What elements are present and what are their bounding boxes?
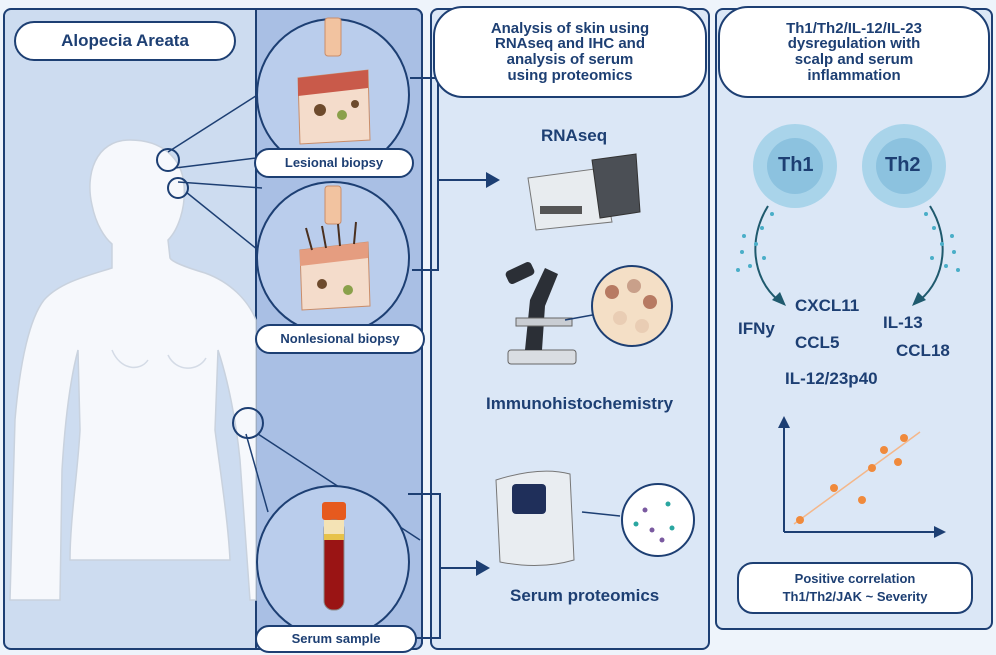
alopecia-title-text: Alopecia Areata [61,31,189,51]
results-title-line: Th1/Th2/IL-12/IL-23 [786,19,922,37]
results-title-line: scalp and serum [794,51,914,68]
nonlesional-label-text: Nonlesional biopsy [280,331,400,347]
cytokine-cxcl11: CXCL11 [795,296,860,315]
serum-tube-illustration [256,485,410,639]
cytokine-ifny: IFNy [738,319,775,338]
cytokine-ccl18: CCL18 [896,341,950,360]
analysis-title-line: RNAseq and IHC and [494,35,645,53]
arrow-tips [772,292,926,306]
ihc-label: Immunohistochemistry [486,394,674,413]
cytokine-ccl5: CCL5 [795,333,840,352]
results-title-line: dysregulation with [787,35,921,53]
arrow-heads [476,172,500,576]
alopecia-title: Alopecia Areata [14,21,236,61]
nonlesional-biopsy-illustration [256,181,410,335]
cytokine-il12: IL-12/23p40 [785,369,878,388]
lesional-label: Lesional biopsy [254,148,414,178]
serum-label-text: Serum sample [291,631,381,647]
bracket-arrows [408,77,490,639]
cytokine-release-arrows [754,205,944,301]
results-title: Th1/Th2/IL-12/IL-23 dysregulation with s… [718,6,990,98]
th-cells [753,124,946,208]
body-details [111,349,207,369]
scalp-markers [156,148,264,439]
results-title-line: inflammation [807,66,901,84]
cytokine-dots [736,212,960,272]
rnaseq-label: RNAseq [541,126,608,145]
sequencer-illustration [527,153,641,231]
results-panel [715,8,993,630]
analysis-title-line: using proteomics [507,66,633,84]
correlation-line: Positive correlation [794,571,916,587]
lesional-biopsy-illustration [256,17,410,172]
serum-label: Serum sample [255,625,417,653]
correlation-line: Th1/Th2/JAK ~ Severity [782,589,928,604]
analysis-title: Analysis of skin using RNAseq and IHC an… [433,6,707,98]
microscope-illustration [505,262,673,365]
th2-label: Th2 [885,154,921,176]
cytokine-il13: IL-13 [883,313,923,332]
proteomics-label: Serum proteomics [510,586,660,605]
correlation-scatter [778,416,946,538]
th1-label: Th1 [778,154,814,176]
nonlesional-label: Nonlesional biopsy [255,324,425,354]
analysis-title-line: Analysis of skin using [490,19,650,37]
lesional-label-text: Lesional biopsy [284,155,384,171]
body-silhouette [9,139,257,601]
analysis-title-line: analysis of serum [506,51,634,68]
correlation-note: Positive correlation Th1/Th2/JAK ~ Sever… [737,562,973,614]
proteomics-instrument-illustration [495,470,695,567]
